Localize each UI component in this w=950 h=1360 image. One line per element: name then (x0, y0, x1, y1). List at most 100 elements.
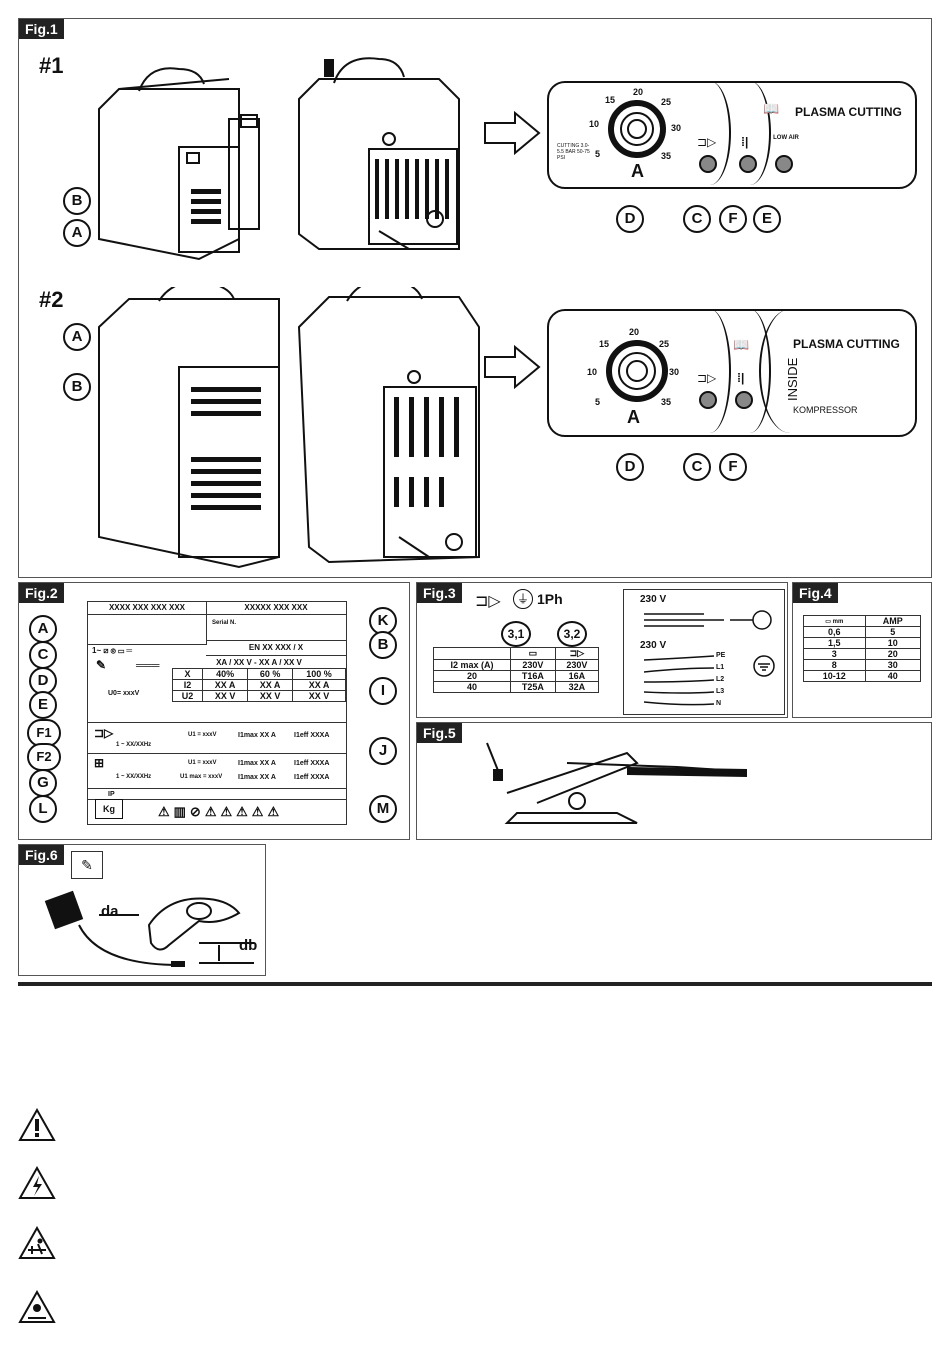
rating-range: XA / XX V - XX A / XX V (216, 658, 302, 667)
control-panel-model2: 5 10 15 20 25 30 35 A ⊐▷ 📖 ⁞| PLASMA CUT… (547, 309, 917, 437)
f2-i1max-a: I1max XX A (238, 760, 276, 767)
dial-unit-letter: A (631, 161, 644, 181)
control-panel-model1: 5 10 15 20 25 30 35 A CUTTING 3.0-5.5 BA… (547, 81, 917, 189)
fig3-panel: Fig.3 ⊐▷ ⏚ 1Ph 3,1 3,2 ▭⊐▷ I2 max (A)230… (416, 582, 788, 718)
row1-amp: 5 (864, 626, 922, 638)
plug-icon-2: ⊐▷ (697, 371, 717, 385)
f1-i1max: I1max XX A (238, 732, 276, 739)
dial2-tick-20: 20 (629, 327, 640, 337)
distance-db-label: db (239, 937, 258, 954)
dial-tick-25: 25 (661, 97, 672, 107)
rating-f1-row (88, 722, 346, 754)
plug-icon: ⊐▷ (697, 135, 717, 149)
fig2-callout-a: A (29, 615, 57, 643)
row4-amp: 30 (864, 659, 922, 671)
rating-serial: Serial N. (212, 620, 237, 626)
fig2-callout-e: E (29, 691, 57, 719)
fig1-model-1-label: #1 (39, 53, 64, 78)
dial2-tick-35: 35 (661, 397, 672, 407)
power-indicator-light-2 (699, 391, 717, 409)
panel-divider-2 (729, 81, 771, 185)
fig2-callout-c: C (29, 641, 57, 669)
fig6-tag: Fig.6 (19, 845, 64, 865)
row4-mm: 8 (803, 659, 866, 671)
amp-header: AMP (864, 615, 922, 627)
dial2-tick-30: 30 (669, 367, 680, 377)
fig3-callout-31: 3,1 (501, 621, 531, 647)
fig3-wiring-box: 230 V 230 V PE L1 L2 L3 N (623, 589, 785, 715)
callout-a-model1: A (63, 219, 91, 247)
fig2-callout-i: I (369, 677, 397, 705)
f2-i1max-b: I1max XX A (238, 774, 276, 781)
electric-shock-icon (18, 1166, 56, 1199)
f2-u1: U1 = xxxV (188, 760, 217, 766)
f2-i1eff-a: I1eff XXXA (294, 760, 330, 767)
dc-i2-2: XX A (247, 679, 294, 691)
rating-plate: XXXX XXX XXX XXX XXXXX XXX XXX Serial N.… (87, 601, 347, 825)
term-l2: L2 (716, 676, 725, 683)
callout-e-panel1: E (753, 205, 781, 233)
section-divider (18, 982, 932, 986)
fig1-model-2-label: #2 (39, 287, 64, 312)
f2-frequency: 1 ~ XX/XXHz (116, 774, 152, 780)
warning-exclamation-icon (18, 1108, 56, 1141)
fig3-voltage-1: 230 V (640, 594, 667, 605)
f1-u1: U1 = xxxV (188, 732, 217, 738)
dc-i2-3: XX A (292, 679, 346, 691)
fig2-callout-g: G (29, 769, 57, 797)
manual-book-icon: 📖 (763, 101, 780, 116)
fig2-callout-l: L (29, 795, 57, 823)
rating-blank-box (88, 614, 207, 645)
row2-amp: 10 (864, 637, 922, 649)
f2-u1max: U1 max = xxxV (180, 774, 223, 780)
inside-label: INSIDE (785, 357, 800, 401)
fig5-panel: Fig.5 (416, 722, 932, 840)
fig2-callout-m: M (369, 795, 397, 823)
fig6-torch-icon: ✎ (71, 851, 103, 879)
fig3-r2-i: 40 (432, 681, 512, 693)
fig2-callout-f1: F1 (27, 719, 61, 747)
safe-distance-illustration (44, 890, 254, 967)
dc-header-60: 60 % (247, 668, 294, 680)
distance-da-label: da (101, 903, 119, 920)
fig2-callout-b: B (369, 631, 397, 659)
fig2-callout-f2: F2 (27, 743, 61, 771)
dial-tick-20: 20 (633, 87, 644, 97)
row1-mm: 0,6 (803, 626, 866, 638)
eye-radiation-icon (18, 1290, 56, 1323)
fig3-header: I2 max (A) (432, 659, 512, 671)
rating-converter-symbols: 1~ ⧄ ⦾ ▭ ═ (92, 646, 133, 655)
terminal-wiring-diagram (644, 655, 715, 706)
fig6-panel: Fig.6 ✎ da db (18, 844, 266, 976)
callout-f-panel2: F (719, 453, 747, 481)
current-dial-icon-2 (606, 340, 668, 402)
generator-icon: ⊞ (94, 756, 105, 770)
plug-col-icon: ⊐▷ (554, 647, 600, 660)
rating-standard: EN XX XXX / X (206, 640, 346, 656)
panel-title: PLASMA CUTTING (795, 105, 902, 119)
fig4-tag: Fig.4 (793, 583, 838, 603)
manual-book-icon-2: 📖 (733, 337, 750, 352)
fig3-tag: Fig.3 (417, 583, 462, 603)
fig3-header-v2: 230V (554, 659, 600, 671)
fig2-callout-j: J (369, 737, 397, 765)
term-l3: L3 (716, 688, 725, 695)
rating-manufacturer: XXXX XXX XXX XXX (88, 602, 207, 615)
callout-f-panel1: F (719, 205, 747, 233)
power-indicator-light (699, 155, 717, 173)
dc-i2-label: I2 (171, 679, 204, 691)
fig2-panel: Fig.2 A C D E F1 F2 G L K B I J M XXXX X… (18, 582, 410, 840)
dial2-tick-15: 15 (599, 339, 610, 349)
alarm-indicator-light-2 (735, 391, 753, 409)
rating-ip: IP (88, 788, 346, 800)
dial-tick-10: 10 (589, 119, 600, 129)
dial2-tick-25: 25 (659, 339, 670, 349)
rating-model: XXXXX XXX XXX (206, 602, 346, 615)
dc-u2-2: XX V (247, 690, 294, 702)
f2-i1eff-b: I1eff XXXA (294, 774, 330, 781)
machine-1-illustration (98, 57, 460, 261)
dc-symbol: ═══ (136, 660, 160, 672)
callout-b-model2: B (63, 373, 91, 401)
